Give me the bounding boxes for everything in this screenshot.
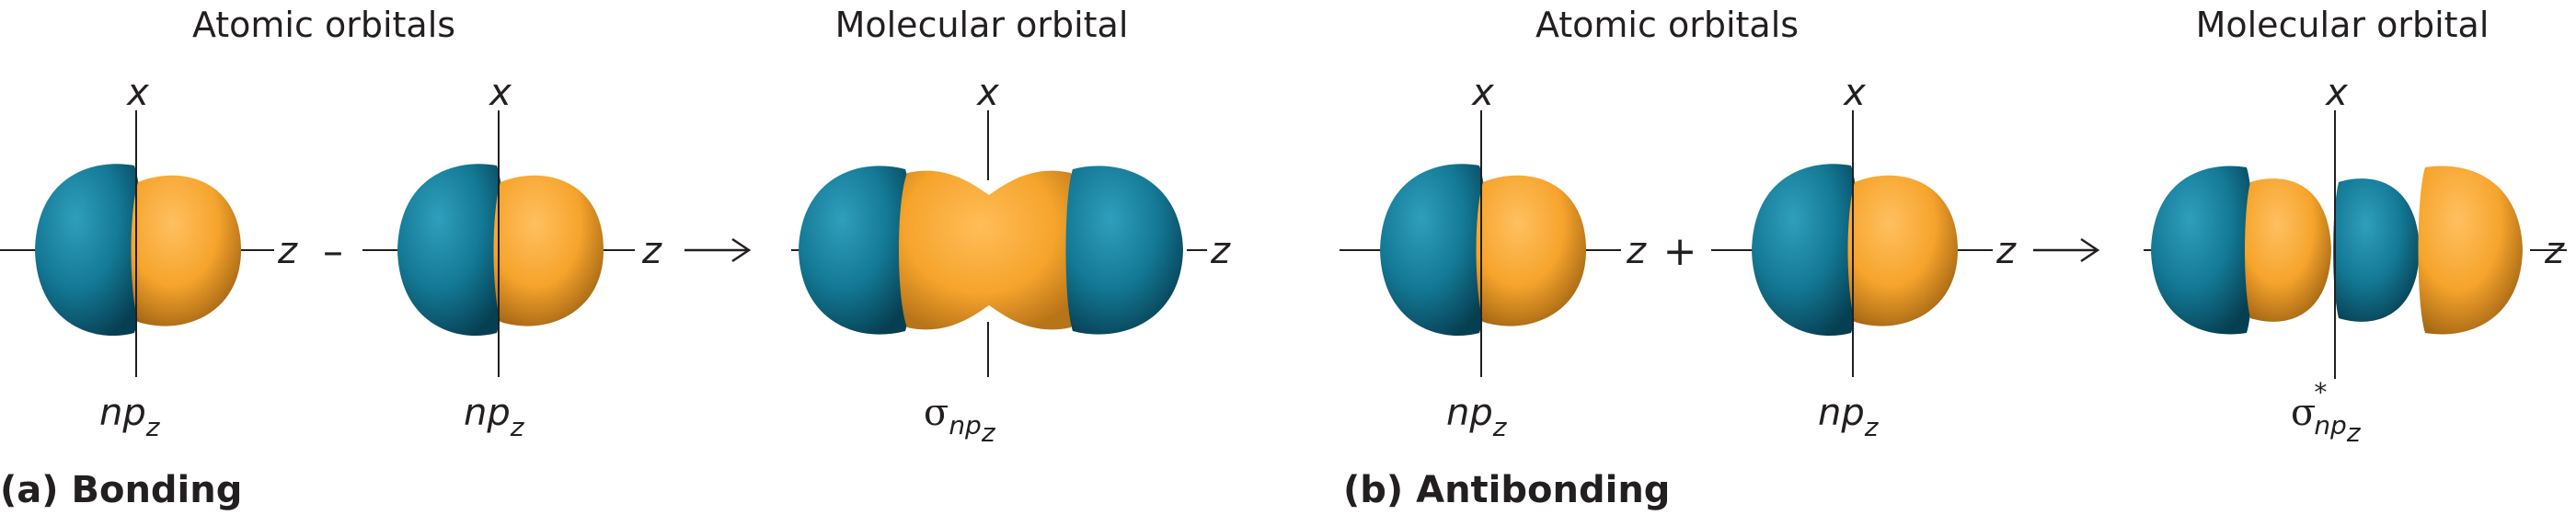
teal-lobe-inner-right (2333, 178, 2420, 322)
reaction-arrow (684, 237, 752, 263)
x-axis-label: x (2324, 72, 2348, 114)
orbital-label-npz: npz (464, 392, 525, 442)
orange-lobe-outer-right (2418, 166, 2523, 335)
atomic-orbitals-title: Atomic orbitals (192, 5, 455, 45)
orange-lobe-center (899, 170, 1079, 330)
sigma-star-npz-label: σ*npz (2291, 377, 2362, 448)
teal-lobe (1752, 164, 1859, 337)
teal-lobe-left (799, 166, 913, 335)
atomic-orbital-npz-1: x z npz (0, 72, 298, 442)
x-axis-label: x (975, 72, 999, 114)
x-axis-label: x (1842, 72, 1866, 114)
z-axis-label: z (2544, 230, 2565, 272)
z-axis-label: z (1210, 230, 1231, 272)
atomic-orbital-npz-4: x z npz (1711, 72, 2017, 442)
z-axis-label: z (1626, 230, 1647, 272)
reaction-arrow (2033, 237, 2100, 263)
teal-lobe (397, 164, 505, 337)
teal-lobe (35, 164, 143, 337)
sigma-npz-label: σnpz (924, 392, 996, 448)
x-axis-label: x (1470, 72, 1494, 114)
molecular-orbital-title: Molecular orbital (835, 5, 1129, 45)
teal-lobe (1380, 164, 1488, 337)
z-axis-label: z (641, 230, 662, 272)
antibonding-caption: (b) Antibonding (1343, 469, 1670, 511)
molecular-orbital-sigma-star: x z σ*npz (2144, 72, 2567, 448)
atomic-orbitals-title: Atomic orbitals (1535, 5, 1799, 45)
molecular-orbital-sigma: x z σnpz (791, 72, 1231, 448)
minus-operator: – (323, 228, 343, 275)
panel-antibonding: Atomic orbitals Molecular orbital x z np… (1340, 5, 2567, 511)
x-axis-label: x (125, 72, 149, 114)
z-axis-label: z (1995, 230, 2017, 272)
x-axis-label: x (488, 72, 512, 114)
orbital-label-npz: npz (99, 392, 161, 442)
orange-lobe (1476, 175, 1586, 326)
teal-lobe-right (1065, 166, 1183, 335)
orange-lobe-inner-left (2245, 178, 2331, 322)
atomic-orbital-npz-2: x z npz (362, 72, 662, 442)
z-axis-label: z (277, 230, 298, 272)
orange-lobe (1847, 175, 1958, 326)
plus-operator: + (1663, 228, 1697, 275)
atomic-orbital-npz-3: x z npz (1340, 72, 1647, 442)
orange-lobe (131, 175, 241, 326)
orbital-label-npz: npz (1446, 392, 1508, 442)
teal-lobe-outer-left (2151, 166, 2254, 335)
orbital-label-npz: npz (1818, 392, 1880, 442)
orange-lobe (493, 175, 604, 326)
bonding-caption: (a) Bonding (0, 469, 242, 511)
panel-bonding: Atomic orbitals Molecular orbital x z np… (0, 5, 1231, 511)
molecular-orbital-title: Molecular orbital (2196, 5, 2490, 45)
